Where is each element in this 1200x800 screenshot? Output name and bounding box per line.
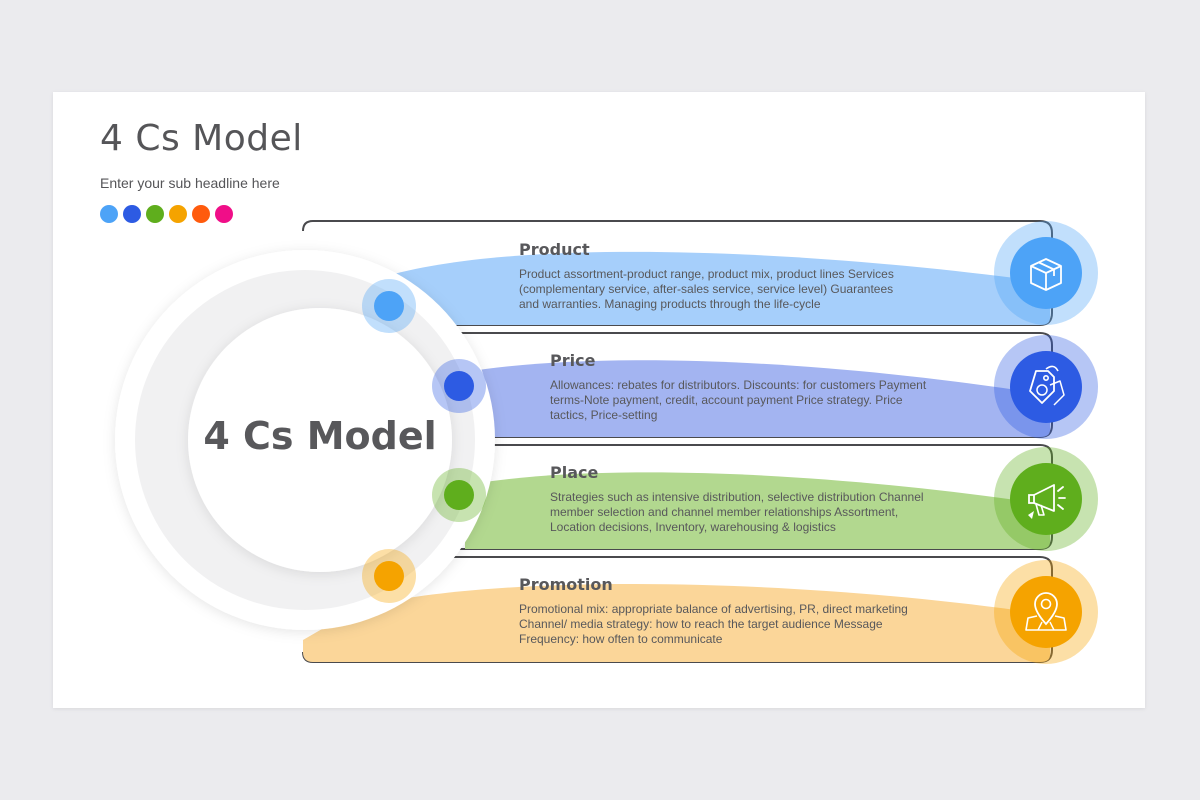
product-band bbox=[380, 251, 1050, 325]
page-subtitle: Enter your sub headline here bbox=[100, 175, 280, 191]
row-title: Place bbox=[550, 463, 599, 482]
row-description: Promotional mix: appropriate balance of … bbox=[519, 602, 908, 646]
row-description: Product assortment-product range, produc… bbox=[519, 267, 894, 311]
price-badge bbox=[994, 335, 1098, 439]
row-description: Strategies such as intensive distributio… bbox=[550, 490, 924, 534]
palette-dot bbox=[100, 205, 118, 223]
row-title: Promotion bbox=[519, 575, 613, 594]
price-text: Price Allowances: rebates for distributo… bbox=[550, 351, 940, 423]
price-node bbox=[432, 359, 486, 413]
place-text: Place Strategies such as intensive distr… bbox=[550, 463, 940, 535]
product-badge bbox=[994, 221, 1098, 325]
price-band bbox=[465, 360, 1050, 437]
palette-dot bbox=[192, 205, 210, 223]
row-title: Product bbox=[519, 240, 590, 259]
product-text: Product Product assortment-product range… bbox=[519, 240, 909, 312]
row-title: Price bbox=[550, 351, 596, 370]
inner-circle bbox=[188, 308, 452, 572]
product-node bbox=[362, 279, 416, 333]
promotion-band bbox=[303, 583, 1050, 662]
place-node bbox=[432, 468, 486, 522]
color-dots bbox=[100, 205, 233, 223]
palette-dot bbox=[146, 205, 164, 223]
palette-dot bbox=[215, 205, 233, 223]
place-badge bbox=[994, 447, 1098, 551]
promotion-node bbox=[362, 549, 416, 603]
center-title: 4 Cs Model bbox=[203, 414, 437, 458]
row-description: Allowances: rebates for distributors. Di… bbox=[550, 378, 927, 422]
place-band bbox=[465, 472, 1050, 549]
palette-dot bbox=[169, 205, 187, 223]
promotion-badge bbox=[994, 560, 1098, 664]
palette-dot bbox=[123, 205, 141, 223]
page-title: 4 Cs Model bbox=[100, 118, 303, 159]
promotion-text: Promotion Promotional mix: appropriate b… bbox=[519, 575, 919, 647]
